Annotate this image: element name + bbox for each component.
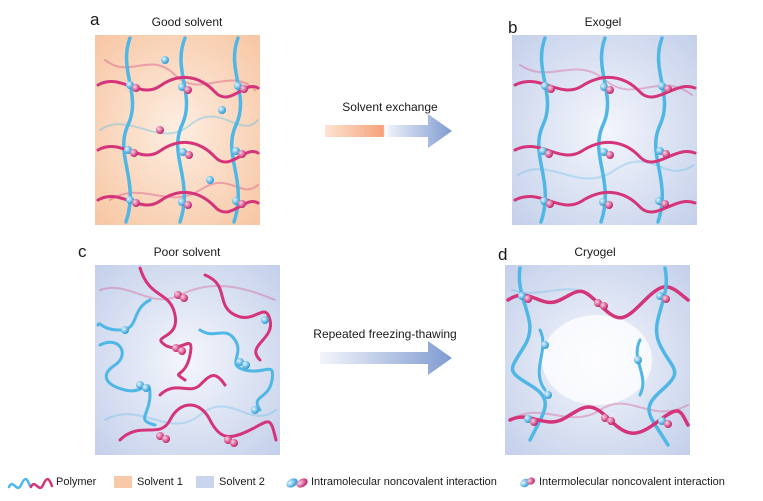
solvent-exchange-label: Solvent exchange — [342, 100, 438, 114]
legend-intermolecular-label: Intermolecular noncovalent interaction — [539, 476, 725, 488]
panel-b-title: Exogel — [584, 15, 622, 29]
panel-a-network — [95, 35, 260, 225]
panel-c-title: Poor solvent — [153, 245, 221, 259]
freezing-thawing-arrow — [320, 341, 452, 375]
legend-intermolecular-icon — [520, 477, 535, 488]
legend-solvent2-label: Solvent 2 — [219, 476, 265, 488]
legend-polymer-icon — [7, 477, 54, 490]
legend-intramolecular-label: Intramolecular noncovalent interaction — [311, 476, 497, 488]
panel-a-title: Good solvent — [151, 15, 223, 29]
legend-solvent2-swatch — [196, 476, 214, 488]
panel-c-network — [95, 265, 280, 455]
panel-d-network — [505, 265, 690, 455]
panel-b-network — [512, 35, 697, 225]
panel-a-letter: a — [90, 10, 100, 29]
solvent-exchange-arrow — [325, 114, 452, 148]
freezing-thawing-label: Repeated freezing-thawing — [313, 327, 457, 341]
legend-solvent1-swatch — [114, 476, 132, 488]
panel-d-title: Cryogel — [574, 245, 616, 259]
panel-b-letter: b — [508, 18, 518, 37]
legend-intramolecular-icon — [286, 478, 308, 488]
panel-d-letter: d — [498, 245, 508, 264]
legend-polymer-label: Polymer — [56, 476, 97, 488]
panel-c-letter: c — [78, 242, 87, 261]
legend-solvent1-label: Solvent 1 — [137, 476, 183, 488]
